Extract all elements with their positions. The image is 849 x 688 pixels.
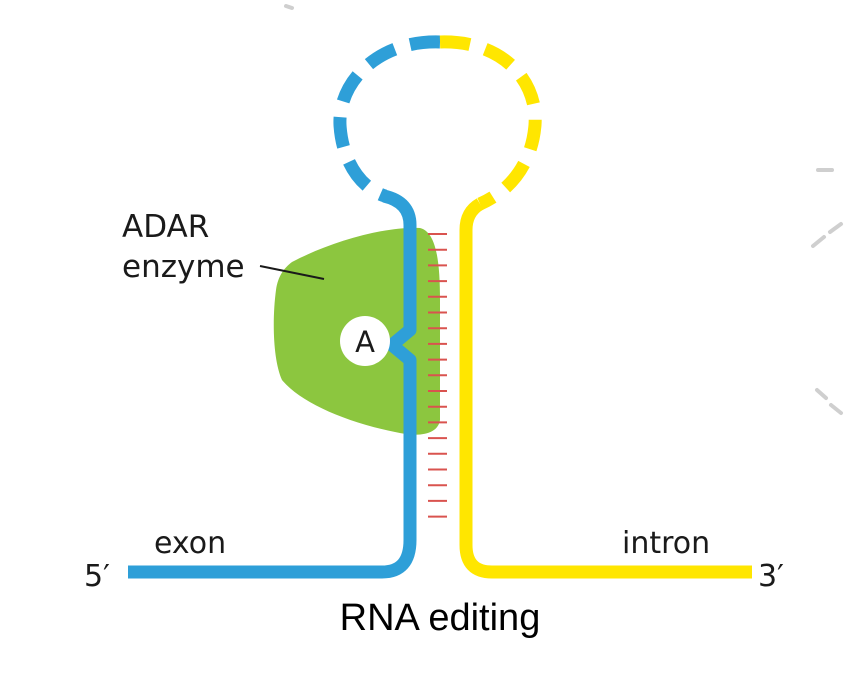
intron-strand [459, 198, 752, 579]
base-pair-ticks [428, 233, 447, 518]
enzyme-leader-line [259, 265, 325, 280]
intron-label: intron [622, 526, 710, 561]
exon-label: exon [154, 526, 226, 561]
three-prime-label: 3′ [758, 559, 784, 594]
adenosine-circle [340, 316, 390, 366]
decorative-dashes [284, 4, 843, 415]
loop-intron-dashed [439, 35, 542, 210]
adenosine-label: A [355, 325, 375, 359]
loop-exon-dashed [333, 35, 441, 203]
enzyme-label-line1: ADAR [122, 209, 209, 245]
exon-strand [128, 189, 417, 579]
five-prime-label: 5′ [84, 559, 110, 594]
enzyme-label-line2: enzyme [122, 249, 245, 285]
diagram-caption: RNA editing [340, 597, 541, 639]
